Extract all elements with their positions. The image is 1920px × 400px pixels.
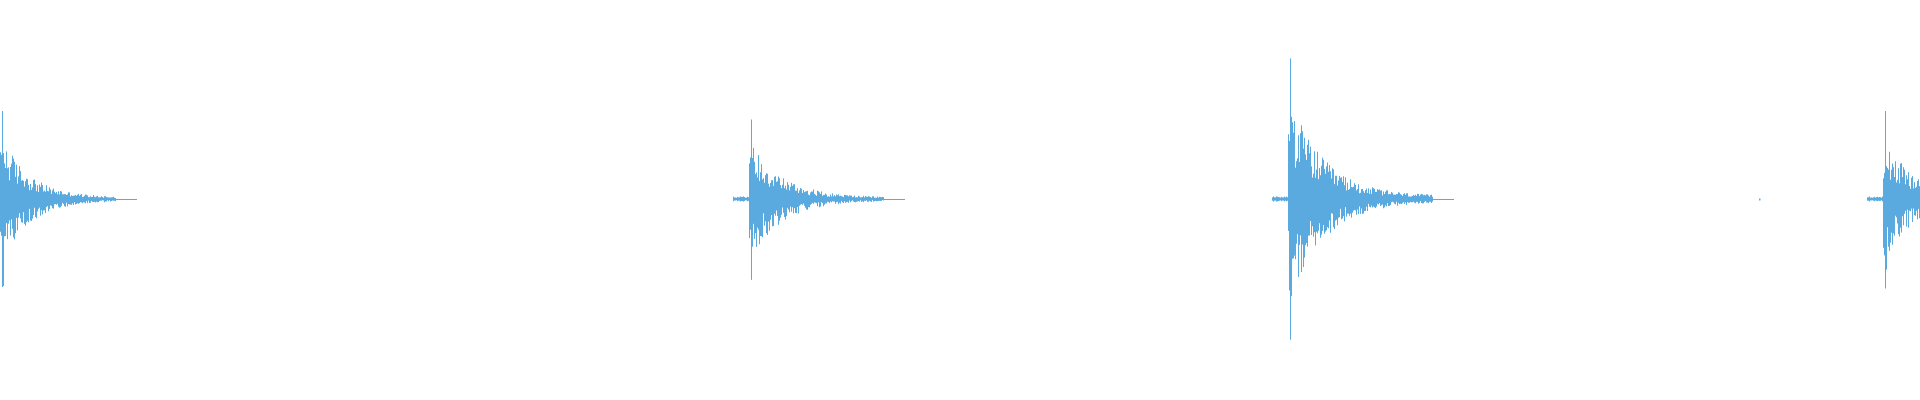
- transient-3: [1272, 58, 1454, 340]
- transient-2: [733, 119, 905, 280]
- transient-4: [1867, 111, 1920, 289]
- waveform-speck-1: [1759, 198, 1761, 201]
- waveform-layer: [0, 58, 1920, 340]
- transient-1: [0, 111, 137, 287]
